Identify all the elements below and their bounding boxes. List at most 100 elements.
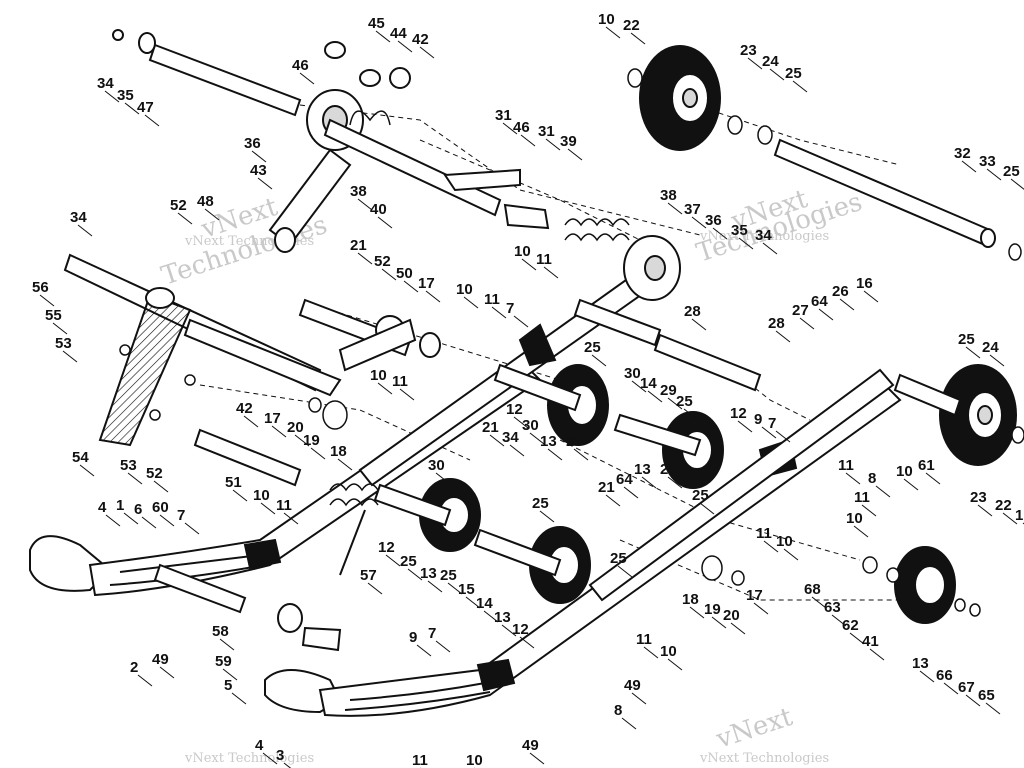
part-label-4: 4 bbox=[98, 499, 107, 516]
leader-line bbox=[375, 30, 391, 43]
leader-line bbox=[519, 636, 535, 649]
leader-line bbox=[961, 160, 977, 173]
part-label-12: 12 bbox=[512, 621, 529, 638]
leader-line bbox=[513, 315, 529, 328]
hardware bbox=[119, 68, 1024, 617]
part-label-25: 25 bbox=[958, 331, 975, 348]
leader-line bbox=[667, 476, 683, 489]
part-label-7: 7 bbox=[428, 625, 436, 642]
part-label-46: 46 bbox=[292, 57, 309, 74]
part-label-24: 24 bbox=[982, 339, 999, 356]
leader-line bbox=[463, 296, 479, 309]
part-label-31: 31 bbox=[538, 123, 555, 140]
part-label-34: 34 bbox=[502, 429, 519, 446]
part-label-33: 33 bbox=[979, 153, 996, 170]
part-label-6: 6 bbox=[134, 501, 142, 518]
part-label-49: 49 bbox=[522, 737, 539, 754]
leader-line bbox=[762, 242, 778, 255]
part-label-11: 11 bbox=[838, 457, 854, 474]
leader-line bbox=[919, 670, 935, 683]
part-label-46: 46 bbox=[513, 119, 530, 136]
leader-line bbox=[747, 57, 763, 70]
part-label-22: 22 bbox=[623, 17, 640, 34]
part-label-38: 38 bbox=[660, 187, 677, 204]
part-label-51: 51 bbox=[225, 474, 242, 491]
leader-line bbox=[943, 682, 959, 695]
part-label-23: 23 bbox=[970, 489, 987, 506]
leader-line bbox=[260, 502, 276, 515]
bushing-35 bbox=[138, 32, 156, 54]
part-label-13: 13 bbox=[912, 655, 929, 672]
leader-line bbox=[977, 504, 993, 517]
part-label-10: 10 bbox=[456, 281, 473, 298]
watermark-small-bottom: vNext Technologies bbox=[184, 751, 314, 766]
bushing-46 bbox=[389, 67, 411, 89]
leader-line bbox=[643, 646, 659, 659]
part-label-45: 45 bbox=[368, 15, 385, 32]
leader-line bbox=[159, 514, 175, 527]
part-label-14: 14 bbox=[640, 375, 657, 392]
right-wear-bar bbox=[476, 658, 516, 692]
part-label-17: 17 bbox=[264, 410, 281, 427]
part-label-48: 48 bbox=[197, 193, 214, 210]
part-label-9: 9 bbox=[409, 629, 417, 646]
part-label-42: 42 bbox=[236, 400, 253, 417]
part-label-42: 42 bbox=[412, 31, 429, 48]
part-label-58: 58 bbox=[212, 623, 229, 640]
part-label-5: 5 bbox=[224, 677, 232, 694]
leader-line bbox=[177, 212, 193, 225]
bushing-18 bbox=[322, 400, 348, 430]
leader-line bbox=[631, 692, 647, 705]
part-label-38: 38 bbox=[350, 183, 367, 200]
leader-line bbox=[621, 717, 637, 730]
leader-line bbox=[294, 434, 310, 447]
cross-shafts bbox=[153, 138, 996, 652]
part-label-25: 25 bbox=[584, 339, 601, 356]
part-label-4: 4 bbox=[255, 737, 264, 754]
part-label-10: 10 bbox=[514, 243, 531, 260]
shaft-29 bbox=[653, 333, 762, 392]
part-label-13: 13 bbox=[420, 565, 437, 582]
part-label-53: 53 bbox=[55, 335, 72, 352]
shaft-60 bbox=[153, 563, 247, 614]
part-label-28: 28 bbox=[684, 303, 701, 320]
right-upper-rail bbox=[588, 368, 895, 602]
part-label-10: 10 bbox=[846, 510, 863, 527]
leader-line bbox=[491, 306, 507, 319]
leader-line bbox=[712, 227, 728, 240]
leader-line bbox=[416, 644, 432, 657]
part-label-50: 50 bbox=[396, 265, 413, 282]
part-label-12: 12 bbox=[378, 539, 395, 556]
leader-line bbox=[483, 610, 499, 623]
watermark-small-bottom-right: vNext Technologies bbox=[699, 751, 829, 766]
leader-line bbox=[381, 268, 397, 281]
part-label-25: 25 bbox=[610, 550, 627, 567]
leader-line bbox=[502, 122, 518, 135]
part-label-55: 55 bbox=[45, 307, 62, 324]
part-label-13: 13 bbox=[634, 461, 651, 478]
leader-line bbox=[792, 80, 808, 93]
part-label-11: 11 bbox=[412, 752, 428, 768]
part-label-20: 20 bbox=[287, 419, 304, 436]
leader-line bbox=[377, 216, 393, 229]
part-label-7: 7 bbox=[768, 415, 776, 432]
leader-line bbox=[831, 614, 847, 627]
leader-line bbox=[667, 658, 683, 671]
part-label-9: 9 bbox=[754, 411, 762, 428]
leader-line bbox=[861, 504, 877, 517]
part-label-68: 68 bbox=[804, 581, 821, 598]
leader-line bbox=[427, 580, 443, 593]
leader-line bbox=[623, 486, 639, 499]
part-label-18: 18 bbox=[682, 591, 699, 608]
leader-line bbox=[543, 266, 559, 279]
part-label-52: 52 bbox=[146, 465, 163, 482]
leader-line bbox=[204, 208, 220, 221]
shaft-39 bbox=[323, 118, 502, 217]
sleeve-39 bbox=[503, 203, 550, 230]
part-label-21: 21 bbox=[350, 237, 367, 254]
leader-line bbox=[219, 638, 235, 651]
part-label-25: 25 bbox=[400, 553, 417, 570]
leader-line bbox=[863, 290, 879, 303]
spacer-44 bbox=[359, 69, 381, 87]
leader-line bbox=[985, 702, 1001, 715]
